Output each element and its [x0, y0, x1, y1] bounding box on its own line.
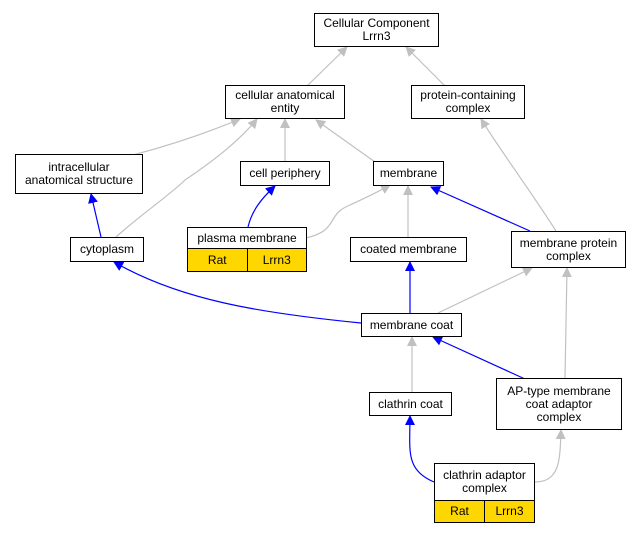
- node-label: cytoplasm: [79, 242, 135, 256]
- node-label: cellular anatomical: [235, 88, 335, 102]
- node-clathrin-adaptor-complex[interactable]: clathrin adaptor complex Rat Lrrn3: [434, 463, 535, 523]
- node-membrane-protein-complex[interactable]: membrane protein complex: [511, 231, 626, 268]
- annotation-row: Rat Lrrn3: [188, 248, 306, 271]
- node-title: clathrin adaptor complex: [443, 464, 526, 500]
- edge-mpc-to-pcc: [480, 118, 557, 232]
- node-label: AP-type membrane: [507, 383, 611, 398]
- annotation-row: Rat Lrrn3: [435, 500, 534, 522]
- gene-tag: Lrrn3: [246, 249, 306, 271]
- node-label: protein-containing: [420, 88, 516, 102]
- edge-cytoplasm-to-cae: [114, 118, 258, 239]
- edge-cae-to-cellular-component: [306, 46, 348, 87]
- node-label: anatomical structure: [24, 173, 134, 187]
- node-label: intracellular: [48, 160, 110, 174]
- edge-plasma-membrane-to-cell-periphery: [247, 185, 276, 228]
- node-label: plasma membrane: [197, 230, 297, 245]
- node-label: complex: [536, 409, 582, 424]
- species-tag: Rat: [435, 501, 484, 522]
- node-label: clathrin coat: [378, 396, 443, 411]
- node-cell-periphery[interactable]: cell periphery: [240, 161, 330, 186]
- node-protein-containing-complex[interactable]: protein-containing complex: [411, 85, 525, 119]
- edge-membrane-coat-to-cytoplasm: [113, 261, 362, 324]
- edge-membrane-coat-to-mpc: [437, 267, 533, 314]
- node-intracellular-anatomical-structure[interactable]: intracellular anatomical structure: [15, 154, 143, 194]
- gene-tag: Lrrn3: [484, 501, 534, 522]
- node-label: membrane: [379, 166, 438, 180]
- node-label: Lrrn3: [362, 29, 391, 43]
- node-label: cell periphery: [249, 166, 321, 180]
- node-cytoplasm[interactable]: cytoplasm: [70, 237, 144, 262]
- node-ap-type-membrane-coat-adaptor-complex[interactable]: AP-type membrane coat adaptor complex: [496, 378, 622, 430]
- node-label: entity: [270, 101, 300, 115]
- node-label: complex: [462, 481, 507, 495]
- node-label: membrane protein: [519, 235, 618, 250]
- species-tag: Rat: [188, 249, 247, 271]
- node-membrane[interactable]: membrane: [373, 161, 444, 186]
- node-label: coat adaptor: [525, 396, 593, 411]
- node-label: coated membrane: [360, 242, 457, 256]
- edge-cytoplasm-to-ias: [88, 193, 102, 238]
- edge-pcc-to-cellular-component: [405, 46, 446, 87]
- node-cellular-component[interactable]: Cellular Component Lrrn3: [314, 13, 439, 47]
- node-label: complex: [445, 101, 491, 115]
- edge-clathrin-adaptor-to-ap-type: [534, 429, 566, 483]
- node-plasma-membrane[interactable]: plasma membrane Rat Lrrn3: [187, 227, 307, 272]
- node-title: plasma membrane: [197, 228, 296, 248]
- edge-membrane-to-cae: [315, 119, 376, 163]
- edge-ias-to-cae: [132, 117, 241, 156]
- node-cellular-anatomical-entity[interactable]: cellular anatomical entity: [225, 85, 345, 119]
- node-label: complex: [546, 248, 591, 263]
- edge-ap-type-to-mpc: [561, 267, 572, 379]
- node-membrane-coat[interactable]: membrane coat: [361, 313, 462, 337]
- node-label: Cellular Component: [323, 16, 430, 30]
- node-clathrin-coat[interactable]: clathrin coat: [369, 392, 452, 416]
- node-label: membrane coat: [369, 317, 454, 332]
- edge-ap-type-to-membrane-coat: [432, 336, 526, 380]
- node-coated-membrane[interactable]: coated membrane: [350, 237, 467, 262]
- edge-plasma-membrane-to-membrane: [305, 184, 391, 239]
- edge-mpc-to-membrane: [430, 186, 531, 232]
- node-label: clathrin adaptor: [443, 468, 526, 482]
- edge-clathrin-adaptor-to-clathrin-coat: [404, 415, 435, 483]
